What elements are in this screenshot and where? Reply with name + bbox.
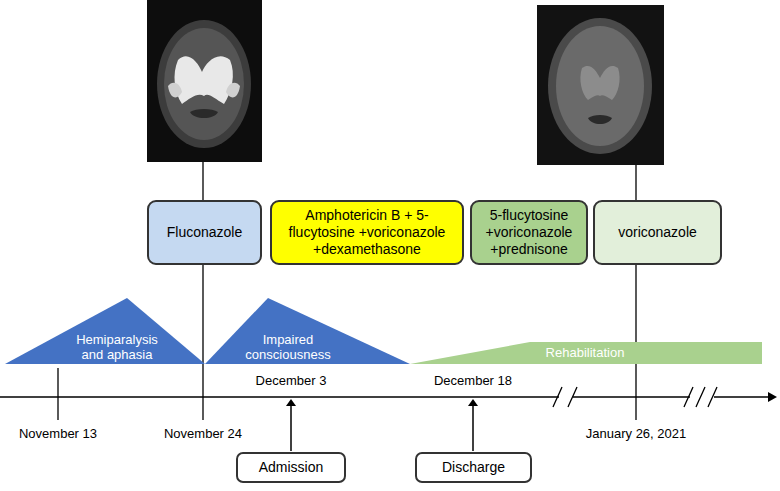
treatment-box: 5-flucytosine +voriconazole +prednisone bbox=[470, 200, 588, 265]
date-label: November 13 bbox=[19, 426, 97, 441]
rehabilitation-band: Rehabilitation bbox=[410, 342, 762, 364]
node-text: Impaired consciousness bbox=[238, 332, 338, 362]
node-text: 5-flucytosine +voriconazole +prednisone bbox=[478, 207, 580, 257]
node-text: Admission bbox=[259, 459, 324, 476]
shape-fill bbox=[5, 298, 205, 364]
time-axis bbox=[0, 392, 777, 402]
shape-fill bbox=[410, 342, 762, 364]
node-text: Fluconazole bbox=[167, 224, 243, 241]
shape-fill bbox=[205, 298, 410, 364]
event-arrow bbox=[286, 399, 478, 451]
node-text: Hemiparalysis and aphasia bbox=[67, 332, 167, 362]
event-box: Discharge bbox=[415, 452, 532, 483]
node-text: Rehabilitation bbox=[530, 345, 640, 360]
treatment-box: Fluconazole bbox=[147, 200, 262, 265]
symptom-triangle: Impaired consciousness bbox=[205, 298, 410, 364]
treatment-box: voriconazole bbox=[593, 200, 722, 265]
event-box: Admission bbox=[236, 452, 346, 483]
node-text: Amphotericin B + 5- flucytosine +voricon… bbox=[278, 207, 456, 257]
mri-image bbox=[147, 0, 262, 162]
treatment-box: Amphotericin B + 5- flucytosine +voricon… bbox=[270, 200, 464, 265]
node-text: Discharge bbox=[442, 459, 505, 476]
symptom-triangle: Hemiparalysis and aphasia bbox=[5, 298, 205, 364]
date-label: December 18 bbox=[434, 373, 512, 388]
timeline-marker bbox=[58, 162, 636, 420]
mri-image bbox=[537, 5, 664, 165]
node-text: voriconazole bbox=[618, 224, 697, 241]
date-label: December 3 bbox=[256, 373, 327, 388]
date-label: November 24 bbox=[164, 426, 242, 441]
axis-break bbox=[553, 387, 717, 407]
date-label: January 26, 2021 bbox=[586, 426, 686, 441]
